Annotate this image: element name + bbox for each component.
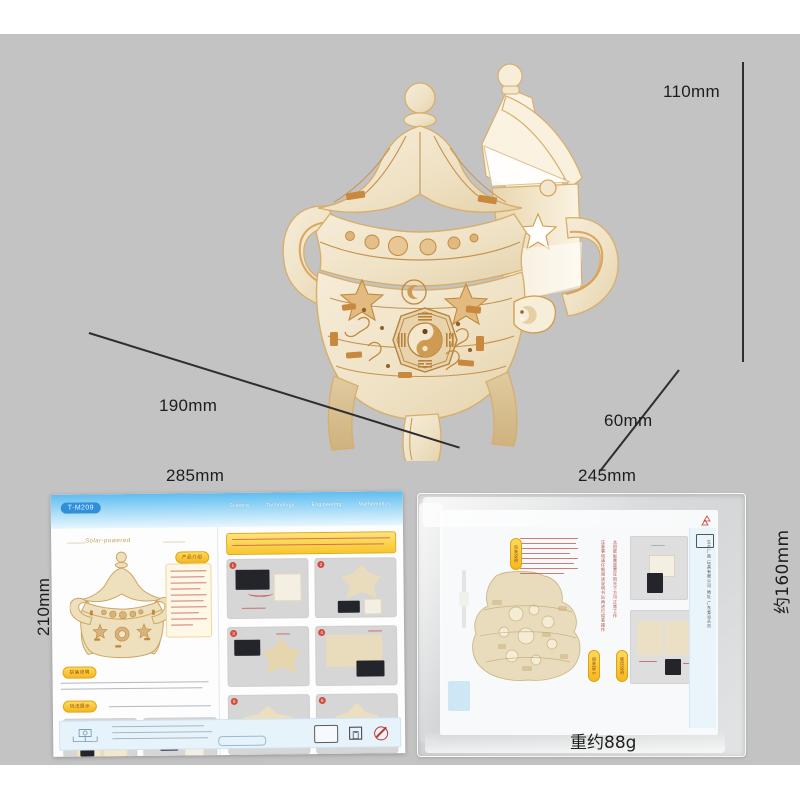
dimension-label-box-285: 285mm bbox=[166, 466, 225, 485]
packaging-bag: 注意事项请仔细阅读说明书后再进行组装操作 太阳能板需放置在阳光下方可正常工作 包… bbox=[417, 493, 746, 757]
step-badge-b: 2 bbox=[317, 560, 325, 569]
product-code-badge: T-M209 bbox=[60, 502, 101, 514]
title-rule-right bbox=[163, 541, 186, 543]
dimension-label-width-190: 190mm bbox=[159, 396, 218, 415]
sheet-footer-bar bbox=[59, 717, 402, 751]
dimension-label-depth-60: 60mm bbox=[604, 411, 653, 430]
instruction-sheet: T-M209 Science Technology Engineering Ma… bbox=[50, 491, 406, 757]
dimension-label-box-245: 245mm bbox=[578, 466, 637, 485]
step-photo-c: 3 bbox=[227, 626, 310, 688]
step-photo-d: 4 bbox=[315, 625, 398, 687]
step-photo-a: 1 bbox=[226, 558, 309, 620]
stem-word-mathematics: Mathematics bbox=[358, 501, 391, 508]
dimension-line-height-110 bbox=[742, 62, 744, 362]
stem-keyword-bar: Science Technology Engineering Mathemati… bbox=[221, 497, 399, 513]
age-warning-icon bbox=[374, 726, 389, 741]
stem-word-science: Science bbox=[229, 502, 250, 509]
dimension-label-height-110: 110mm bbox=[663, 82, 720, 101]
dimension-label-bag-160: 约160mm bbox=[773, 529, 793, 614]
wooden-sheet-in-bag bbox=[468, 570, 588, 685]
step-badge-e: 5 bbox=[230, 697, 238, 705]
sheet-title: Solar-powered bbox=[85, 538, 131, 545]
bag-weight-label: 重约88g bbox=[570, 733, 637, 753]
bag-photo-card-top bbox=[630, 536, 688, 600]
step-badge-a: 1 bbox=[229, 561, 237, 569]
model-front-body bbox=[282, 82, 619, 461]
sheet-left-page: Solar-powered bbox=[51, 527, 219, 757]
age-note-box bbox=[218, 735, 267, 747]
bagua-medallion bbox=[392, 307, 458, 373]
circuit-schematic-icon bbox=[66, 725, 104, 745]
assembly-note-text bbox=[60, 681, 211, 691]
age-rating-icon bbox=[314, 724, 339, 744]
badge-product-intro: 产品介绍 bbox=[174, 551, 210, 564]
play-tips-tagline bbox=[108, 703, 213, 708]
bag-tab-badge-3: 使用说明 bbox=[616, 650, 628, 682]
wooden-incense-burner-model bbox=[270, 36, 650, 461]
axle-tip bbox=[459, 592, 469, 606]
step-photo-b: 2 bbox=[314, 557, 397, 619]
bag-right-edge-strip bbox=[689, 528, 716, 728]
bag-tab-badge-1: 包装说明 bbox=[510, 538, 522, 570]
bag-contents-area: 注意事项请仔细阅读说明书后再进行组装操作 太阳能板需放置在阳光下方可正常工作 包… bbox=[440, 510, 718, 735]
step-badge-d: 4 bbox=[318, 628, 326, 637]
badge-assembly-note: 拼装说明 bbox=[62, 666, 97, 679]
bag-recycle-icon bbox=[700, 514, 714, 528]
bag-warning-paragraph bbox=[520, 538, 580, 578]
hero-model-illustration bbox=[69, 548, 175, 661]
no-small-parts-icon bbox=[349, 726, 363, 740]
step-badge-c: 3 bbox=[230, 629, 238, 637]
stem-word-engineering: Engineering bbox=[311, 501, 342, 509]
bag-insert-column-text-2: 太阳能板需放置在阳光下方可正常工作 bbox=[613, 540, 618, 619]
title-rule-left bbox=[67, 542, 86, 544]
bag-edge-text: 生产厂商 玩具有限公司 地址 广东省汕头市 bbox=[707, 540, 712, 629]
bag-brand-label bbox=[448, 681, 470, 711]
bag-photo-card-bottom bbox=[630, 610, 698, 684]
bag-ce-mark-icon bbox=[696, 534, 714, 548]
badge-play-tips: 玩法提示 bbox=[62, 700, 98, 713]
bag-insert-column-text-1: 注意事项请仔细阅读说明书后再进行组装操作 bbox=[601, 540, 606, 632]
bag-tab-badge-2: 组装提示 bbox=[588, 650, 600, 682]
safety-notice-banner bbox=[226, 531, 397, 556]
stem-word-technology: Technology bbox=[266, 502, 295, 509]
step-badge-f: 6 bbox=[318, 696, 326, 705]
product-intro-textbox bbox=[165, 563, 213, 638]
